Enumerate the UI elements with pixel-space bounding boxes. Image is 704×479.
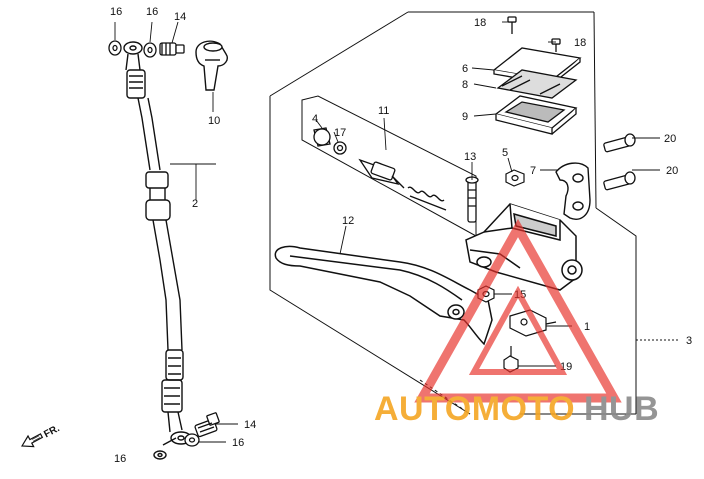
callout-20b: 20 <box>666 165 678 177</box>
callout-6: 6 <box>462 63 468 75</box>
reservoir-cap-stack <box>492 16 582 135</box>
callout-2: 2 <box>192 198 198 210</box>
master-cylinder-holder <box>555 162 591 220</box>
front-direction-arrow: FR. <box>20 423 62 448</box>
arrow-icon <box>20 433 44 448</box>
watermark: AUTOMOTO HUB <box>374 218 659 428</box>
piston-kit <box>313 127 447 211</box>
upper-banjo-bolt <box>108 40 185 58</box>
callout-8: 8 <box>462 79 468 91</box>
callout-16d: 16 <box>114 453 126 465</box>
callout-11: 11 <box>378 105 389 117</box>
holder-bolts <box>603 133 636 191</box>
lower-banjo-bolt <box>184 412 220 447</box>
callout-3: 3 <box>686 335 692 347</box>
leader-lines <box>114 21 680 443</box>
callout-4: 4 <box>312 113 318 125</box>
brake-lever <box>274 245 493 346</box>
callout-16a: 16 <box>110 6 122 18</box>
callout-1: 1 <box>584 321 590 333</box>
callout-9: 9 <box>462 111 468 123</box>
pivot-bolt <box>465 176 479 223</box>
brake-hose <box>123 41 192 460</box>
hose-boot <box>195 40 228 91</box>
watermark-text-hub: HUB <box>584 390 659 428</box>
callout-7: 7 <box>530 165 536 177</box>
callout-14b: 14 <box>244 419 256 431</box>
callout-18a: 18 <box>474 17 486 29</box>
callout-18b: 18 <box>574 37 586 49</box>
switch-screw <box>503 346 519 373</box>
callout-17: 17 <box>334 127 346 139</box>
callout-14a: 14 <box>174 11 186 23</box>
watermark-triangle-icon <box>414 218 622 403</box>
callout-16b: 16 <box>146 6 158 18</box>
callout-10: 10 <box>208 115 220 127</box>
callout-20a: 20 <box>664 133 676 145</box>
callout-5: 5 <box>502 147 508 159</box>
callout-16c: 16 <box>232 437 244 449</box>
direction-label: FR. <box>42 423 62 440</box>
callout-12: 12 <box>342 215 354 227</box>
callout-13: 13 <box>464 151 476 163</box>
switch-nut <box>505 169 525 187</box>
watermark-text-automoto: AUTOMOTO <box>374 390 575 428</box>
assembly-outline <box>269 11 637 415</box>
